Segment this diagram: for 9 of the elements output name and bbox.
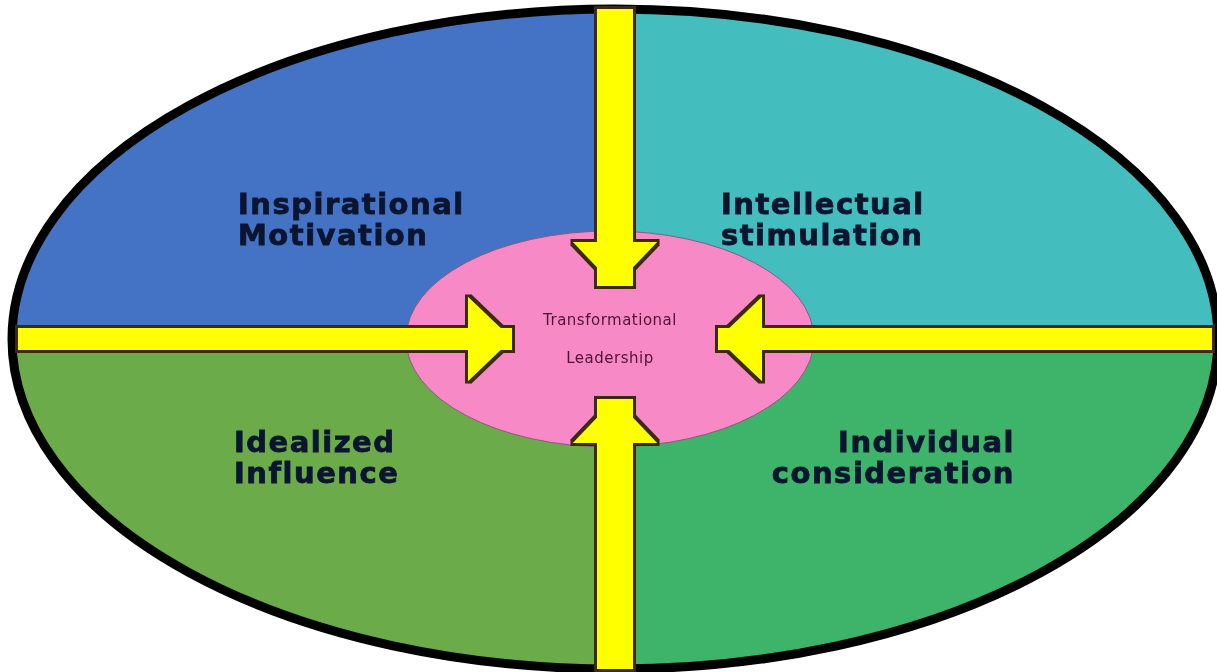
quadrant-label: Idealized Influence — [234, 427, 401, 489]
arrow — [18, 297, 512, 381]
center-label: Transformational Leadership — [542, 310, 678, 369]
quadrant-label: Individual consideration — [770, 427, 1015, 489]
arrow — [573, 399, 657, 669]
arrow — [573, 9, 657, 286]
quadrant-label: Intellectual stimulation — [721, 189, 926, 251]
quadrant-label: Inspirational Motivation — [238, 189, 466, 251]
arrow — [718, 297, 1212, 381]
